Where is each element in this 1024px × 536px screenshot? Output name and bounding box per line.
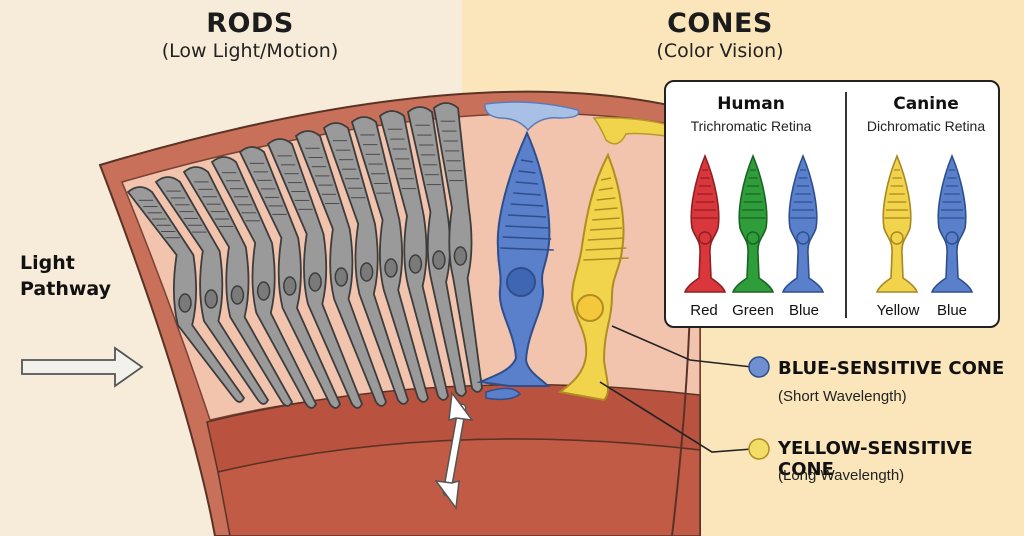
blue-cone-stripe bbox=[513, 192, 541, 196]
yellow-cone-callout-subtitle: (Long Wavelength) bbox=[778, 467, 905, 484]
yellow-cone-stripe bbox=[600, 177, 612, 181]
rods-group bbox=[126, 102, 483, 409]
rod-cell bbox=[322, 122, 409, 405]
rods-title: RODS bbox=[206, 8, 294, 39]
yellow-cone-stripe bbox=[594, 207, 618, 211]
cones-subtitle: (Color Vision) bbox=[656, 40, 784, 62]
blue-cone-large bbox=[476, 130, 554, 401]
yellow-cone-stripe bbox=[598, 187, 614, 191]
human-subtitle: Trichromatic Retina bbox=[690, 118, 812, 134]
canine-title: Canine bbox=[893, 94, 959, 114]
rod-cell bbox=[378, 110, 449, 401]
canine-label-yellow: Yellow bbox=[876, 302, 920, 319]
legend-divider bbox=[845, 92, 847, 318]
retina-comparison-legend: Human Trichromatic Retina Canine Dichrom… bbox=[664, 80, 1000, 328]
rod-cell bbox=[126, 186, 246, 403]
canine-subtitle: Dichromatic Retina bbox=[866, 118, 986, 134]
blue-cone-stripe bbox=[507, 214, 547, 218]
rod-cell bbox=[238, 146, 341, 409]
callout-connectors bbox=[599, 325, 770, 460]
light-pathway-label-1: Light bbox=[20, 252, 75, 274]
legend-red-cone bbox=[683, 153, 727, 293]
legend-blue-cone bbox=[781, 153, 825, 293]
legend-canine-blue-cone bbox=[930, 153, 974, 293]
cones-title: CONES bbox=[667, 8, 773, 39]
yellow-cone-stripe bbox=[592, 217, 620, 221]
rod-cell bbox=[350, 116, 429, 403]
legend-green-cone bbox=[731, 153, 775, 293]
human-label-red: Red bbox=[690, 302, 718, 319]
rod-cell bbox=[407, 106, 467, 397]
blue-terminal-top bbox=[484, 101, 580, 132]
human-label-green: Green bbox=[732, 302, 774, 319]
legend-cones bbox=[683, 153, 974, 293]
yellow-cone-callout-title: YELLOW-SENSITIVE CONE bbox=[778, 438, 973, 480]
blue-cone-stripe bbox=[500, 247, 554, 251]
human-label-blue: Blue bbox=[788, 302, 820, 319]
yellow-callout-dot bbox=[748, 438, 770, 460]
blue-callout-dot bbox=[748, 356, 770, 378]
blue-cone-callout-title: BLUE-SENSITIVE CONE bbox=[778, 358, 1005, 379]
yellow-cone-stripe bbox=[585, 247, 627, 251]
rods-subtitle: (Low Light/Motion) bbox=[161, 40, 339, 62]
blue-cone-stripe bbox=[520, 159, 534, 163]
blue-cone-stripe bbox=[502, 236, 552, 240]
rod-cell bbox=[266, 138, 363, 409]
yellow-cone-large bbox=[557, 152, 629, 402]
legend-yellow-cone bbox=[875, 153, 919, 293]
light-pathway-label-2: Pathway bbox=[20, 278, 112, 300]
blue-cone-stripe bbox=[510, 203, 544, 207]
yellow-cone-stripe bbox=[596, 197, 616, 201]
depth-double-arrow bbox=[434, 391, 474, 510]
rod-cell bbox=[182, 166, 294, 407]
rod-cell bbox=[294, 130, 387, 407]
rod-cell bbox=[210, 156, 318, 409]
human-title: Human bbox=[717, 94, 785, 114]
blue-cone-stripe bbox=[518, 170, 536, 174]
light-arrow bbox=[21, 346, 144, 388]
canine-label-blue: Blue bbox=[936, 302, 968, 319]
yellow-cone-stripe bbox=[587, 237, 625, 241]
yellow-cone-stripe bbox=[583, 257, 629, 261]
rod-cell bbox=[433, 102, 483, 393]
blue-cone-stripe bbox=[515, 181, 539, 185]
blue-cone-stripe bbox=[505, 225, 549, 229]
rod-cell bbox=[154, 176, 270, 405]
blue-cone-callout-subtitle: (Short Wavelength) bbox=[778, 388, 907, 405]
yellow-terminal-top bbox=[592, 116, 681, 145]
yellow-cone-stripe bbox=[589, 227, 623, 231]
